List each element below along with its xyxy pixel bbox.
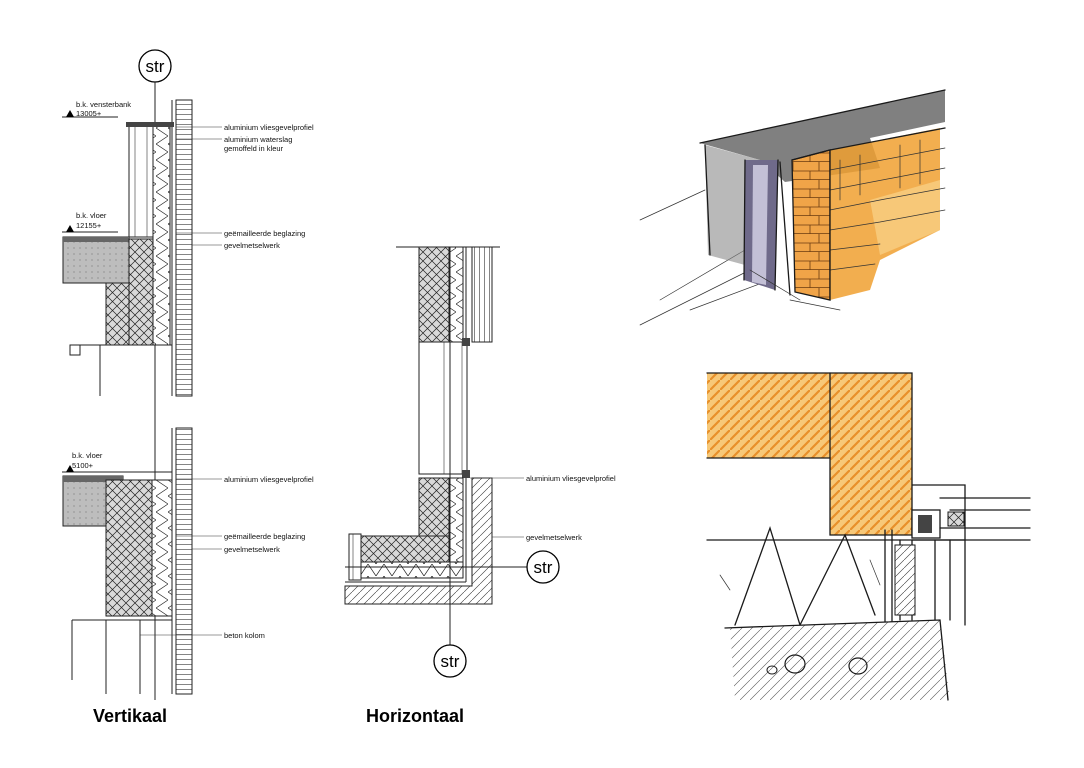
level-floor-top-value: 12155+ bbox=[76, 221, 102, 230]
insulation-top bbox=[152, 124, 171, 346]
sketch-brick-corner bbox=[791, 149, 831, 301]
level-floor-bottom-title: b.k. vloer bbox=[72, 451, 103, 460]
concrete-column-top bbox=[418, 246, 450, 343]
annotation-top-3: geëmailleerde beglazing bbox=[224, 229, 305, 238]
concrete-bottom bbox=[105, 479, 153, 617]
caption-horizontal: Horizontaal bbox=[366, 706, 464, 726]
vertical-section: str b.k. vensterbank 13005+ bbox=[62, 49, 314, 726]
annotation-horizontal-0: aluminium vliesgevelprofiel bbox=[526, 474, 616, 483]
annotation-horizontal-1: gevelmetselwerk bbox=[526, 533, 582, 542]
caption-vertical: Vertikaal bbox=[93, 706, 167, 726]
annotation-top-0: aluminium vliesgevelprofiel bbox=[224, 123, 314, 132]
str-marker-horizontal-right: str bbox=[345, 550, 560, 584]
glass-panel bbox=[418, 341, 468, 475]
level-floor-top-title: b.k. vloer bbox=[76, 211, 107, 220]
concrete-top bbox=[128, 238, 154, 346]
level-sill-title: b.k. vensterbank bbox=[76, 100, 131, 109]
str-marker-top-label: str bbox=[146, 57, 165, 76]
annotation-bottom-2: gevelmetselwerk bbox=[224, 545, 280, 554]
annotation-top-1: aluminium waterslag bbox=[224, 135, 292, 144]
sketch-ground bbox=[730, 620, 950, 700]
brick-return-top bbox=[471, 246, 493, 343]
concrete-column-bottom bbox=[418, 477, 450, 541]
level-floor-bottom-value: 5100+ bbox=[72, 461, 94, 470]
brick-leaf-vertical bbox=[175, 99, 193, 397]
sketch-perspective bbox=[639, 89, 946, 326]
annotations-horizontal: aluminium vliesgevelprofiel gevelmetselw… bbox=[470, 474, 616, 542]
horizontal-section: str str aluminium vliesgevelprofiel geve… bbox=[344, 246, 616, 726]
annotation-bottom-1: geëmailleerde beglazing bbox=[224, 532, 305, 541]
sketch-plan bbox=[706, 372, 1031, 701]
floor-slab-top bbox=[62, 236, 130, 284]
annotations-bottom: aluminium vliesgevelprofiel geëmailleerd… bbox=[140, 475, 314, 640]
level-sill-value: 13005+ bbox=[76, 109, 102, 118]
level-floor-bottom-marker: b.k. vloer 5100+ bbox=[62, 451, 118, 473]
str-marker-horizontal-bottom-label: str bbox=[441, 652, 460, 671]
level-floor-top-marker: b.k. vloer 12155+ bbox=[62, 211, 118, 233]
str-marker-horizontal-right-label: str bbox=[534, 558, 553, 577]
insulation-bottom bbox=[151, 479, 173, 617]
annotation-top-2: gemoffeld in kleur bbox=[224, 144, 284, 153]
annotations-top: aluminium vliesgevelprofiel aluminium wa… bbox=[176, 123, 314, 250]
annotation-top-4: gevelmetselwerk bbox=[224, 241, 280, 250]
annotation-bottom-3: beton kolom bbox=[224, 631, 265, 640]
annotation-bottom-0: aluminium vliesgevelprofiel bbox=[224, 475, 314, 484]
str-marker-horizontal-bottom: str bbox=[433, 247, 467, 678]
level-sill-marker: b.k. vensterbank 13005+ bbox=[62, 100, 131, 118]
